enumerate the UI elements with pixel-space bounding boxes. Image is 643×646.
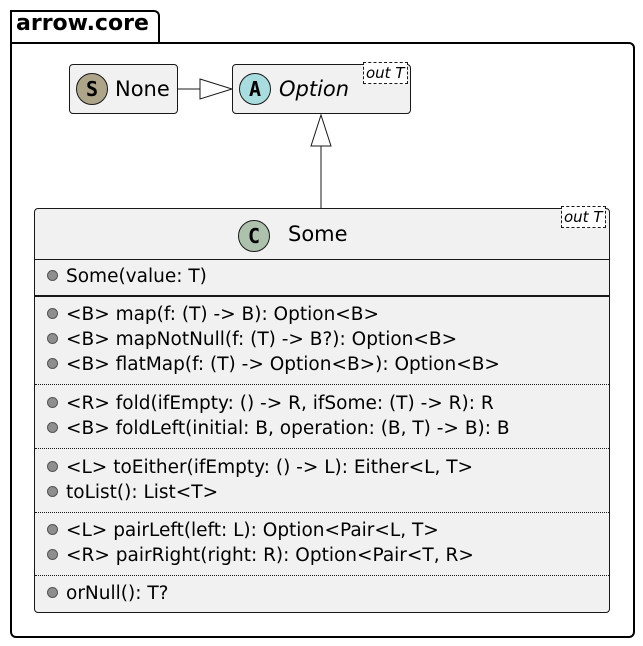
group-separator	[35, 448, 609, 449]
spot-c-icon: C	[238, 220, 270, 252]
member-method: <R> pairRight(right: R): Option<Pair<T, …	[47, 544, 474, 568]
group-separator	[35, 512, 609, 513]
class-some[interactable]: C Some Some(value: T) <B> map(f: (T) -> …	[34, 208, 610, 613]
group-separator	[35, 575, 609, 576]
member-method: orNull(): T?	[47, 582, 168, 606]
public-dot-icon	[47, 523, 58, 535]
class-some-name: Some	[288, 222, 348, 246]
header-separator	[35, 259, 609, 260]
public-dot-icon	[47, 548, 58, 560]
public-dot-icon	[47, 357, 58, 369]
none-to-option-arrowhead	[199, 78, 234, 100]
some-to-option-arrowhead	[310, 113, 332, 147]
public-dot-icon	[47, 460, 58, 472]
package-tab	[10, 10, 160, 42]
public-dot-icon	[47, 307, 58, 319]
option-type-parameter: out T	[363, 62, 408, 84]
public-dot-icon	[47, 586, 58, 598]
member-method: <B> flatMap(f: (T) -> Option<B>): Option…	[47, 353, 500, 377]
member-method: <B> foldLeft(initial: B, operation: (B, …	[47, 417, 510, 441]
fields-methods-separator	[35, 295, 609, 297]
spot-s-icon: S	[76, 73, 108, 105]
member-method: <R> fold(ifEmpty: () -> R, ifSome: (T) -…	[47, 392, 494, 416]
member-method: <L> pairLeft(left: L): Option<Pair<L, T>	[47, 519, 439, 543]
member-constructor: Some(value: T)	[47, 265, 207, 289]
package-name: arrow.core	[16, 11, 149, 36]
spot-a-icon: A	[239, 73, 271, 105]
member-method: <L> toEither(ifEmpty: () -> L): Either<L…	[47, 456, 473, 480]
class-none-name: None	[115, 77, 170, 101]
class-none[interactable]: S None	[69, 64, 178, 114]
member-method: <B> mapNotNull(f: (T) -> B?): Option<B>	[47, 328, 457, 352]
public-dot-icon	[47, 269, 58, 281]
public-dot-icon	[47, 485, 58, 497]
class-option-name: Option	[279, 77, 350, 101]
public-dot-icon	[47, 396, 58, 408]
some-type-parameter: out T	[561, 206, 606, 228]
group-separator	[35, 384, 609, 385]
member-method: <B> map(f: (T) -> B): Option<B>	[47, 303, 379, 327]
public-dot-icon	[47, 332, 58, 344]
member-method: toList(): List<T>	[47, 481, 218, 505]
package-frame	[10, 42, 635, 638]
public-dot-icon	[47, 421, 58, 433]
